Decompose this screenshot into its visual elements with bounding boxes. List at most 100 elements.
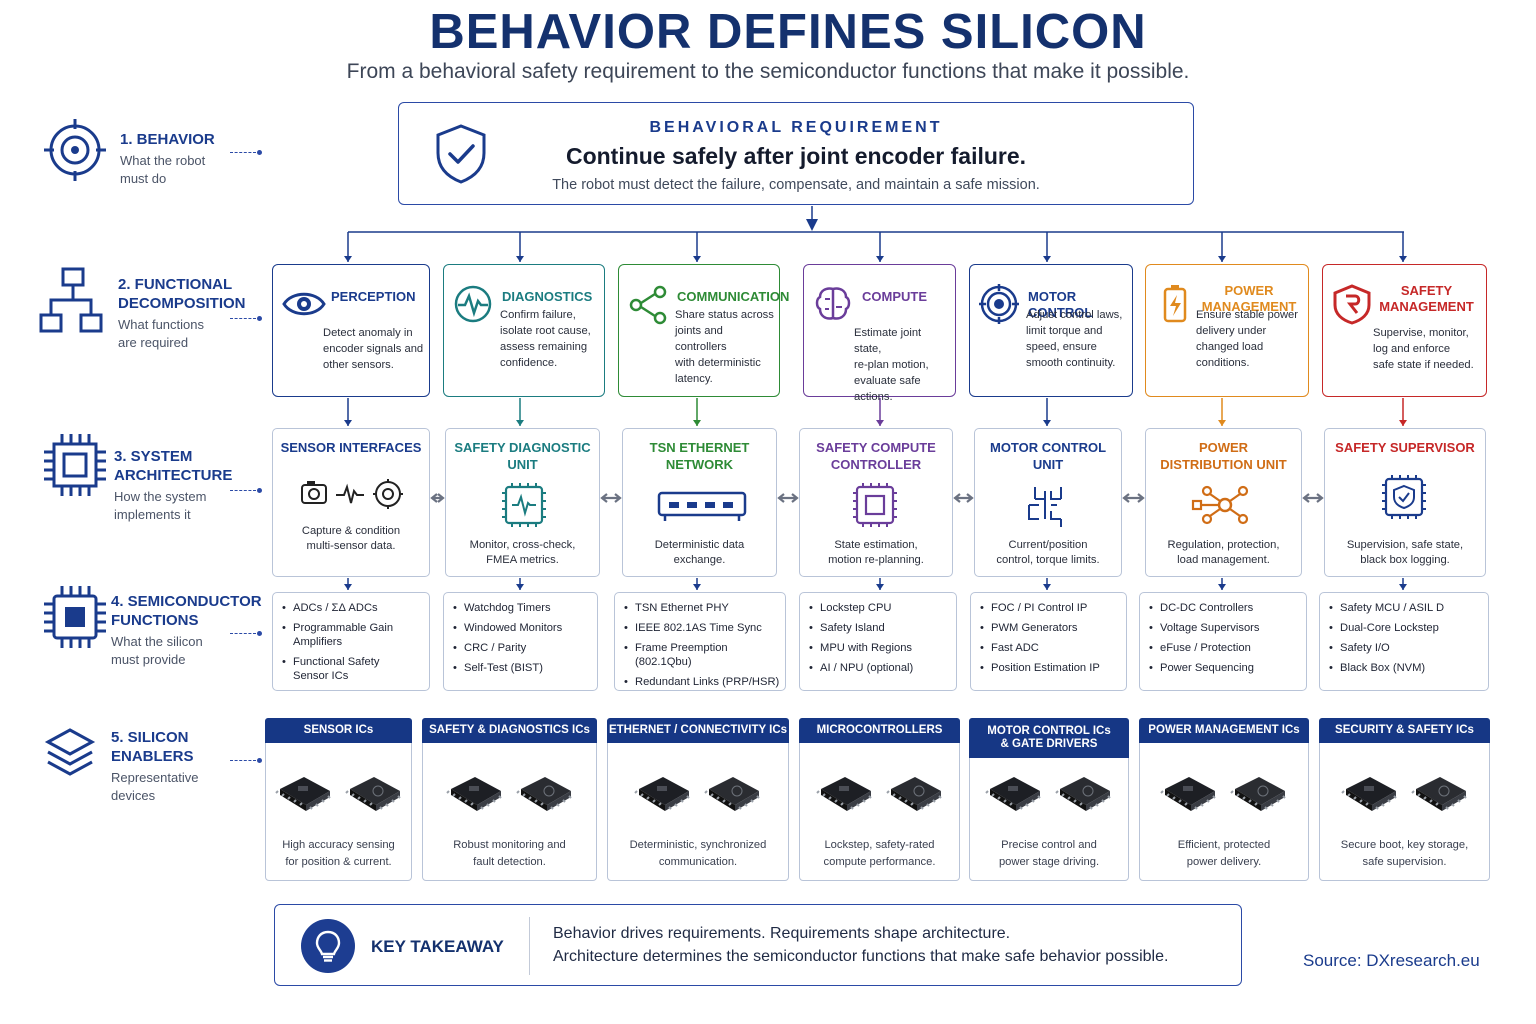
ic-chip-icon [1410,769,1470,826]
ic-chip-icon [1054,769,1114,826]
arrowhead [876,584,884,590]
arrowhead [344,420,352,426]
ic-package-icons [970,769,1128,826]
ethernet-switch-icon [647,483,755,534]
ic-package-icons [423,769,596,826]
semiconductor-function-item: Lockstep CPU [809,601,956,615]
target-icon [40,115,110,185]
takeaway-divider [529,917,530,975]
function-description: Ensure stable power delivery under chang… [1196,309,1298,369]
architecture-description: Current/position control, torque limits. [996,539,1100,566]
ic-chip-icon [1159,769,1219,826]
semiconductor-function-item: Windowed Monitors [453,621,597,635]
enabler-description: Deterministic, synchronized communicatio… [629,839,767,868]
arrowhead [1043,256,1051,262]
arrowhead [344,256,352,262]
semiconductor-functions-box: TSN Ethernet PHYIEEE 802.1AS Time SyncFr… [614,592,786,691]
stage-title: 4. SEMICONDUCTOR FUNCTIONS [111,593,262,629]
semiconductor-function-item: Voltage Supervisors [1149,621,1306,635]
battery-icon [1154,283,1200,330]
requirement-subline: The robot must detect the failure, compe… [552,177,1040,193]
arrowhead [1399,256,1407,262]
semiconductor-function-list: DC-DC ControllersVoltage SupervisorseFus… [1140,593,1306,675]
stage-description: What the silicon must provide [111,634,203,667]
ic-package-icons [800,769,959,826]
function-description: Confirm failure, isolate root cause, ass… [500,309,591,369]
requirement-eyebrow: BEHAVIORAL REQUIREMENT [649,119,943,136]
semiconductor-functions-box: Lockstep CPUSafety IslandMPU with Region… [799,592,957,691]
arrowhead [1218,584,1226,590]
arrowhead [1043,584,1051,590]
chip-icon [40,430,110,500]
arrowhead [693,420,701,426]
semiconductor-function-item: DC-DC Controllers [1149,601,1306,615]
sensor-icons [298,475,406,526]
architecture-box: SENSOR INTERFACES Capture & condition mul… [272,428,430,577]
eye-icon [281,283,327,330]
stage-connector [230,152,256,153]
ic-chip-icon [885,769,945,826]
takeaway-label: KEY TAKEAWAY [371,937,504,956]
architecture-title: SAFETY DIAGNOSTIC UNIT [454,440,591,472]
layers-icon [44,718,114,788]
semiconductor-function-item: Black Box (NVM) [1329,661,1488,675]
architecture-description: Regulation, protection, load management. [1167,539,1280,566]
semiconductor-function-item: FOC / PI Control IP [980,601,1126,615]
enabler-description: Lockstep, safety-rated compute performan… [823,839,936,868]
function-description: Detect anomaly in encoder signals and ot… [323,327,424,371]
arrowhead [1218,256,1226,262]
stage-connector-dot [257,758,262,763]
architecture-title: SAFETY COMPUTE CONTROLLER [816,440,936,472]
semiconductor-function-item: Self-Test (BIST) [453,661,597,675]
ic-chip-icon [1340,769,1400,826]
stage-connector [230,490,256,491]
stage-description: How the system implements it [114,489,207,522]
silicon-enabler-card: POWER MANAGEMENT ICs Efficient, protecte… [1139,718,1309,881]
arrowhead [344,584,352,590]
silicon-enabler-card: ETHERNET / CONNECTIVITY ICs Deterministi… [607,718,789,881]
function-title: POWER MANAGEMENT [1201,283,1297,314]
shield-icon [1331,283,1377,330]
semiconductor-function-list: TSN Ethernet PHYIEEE 802.1AS Time SyncFr… [615,593,785,689]
architecture-title: POWER DISTRIBUTION UNIT [1160,440,1287,472]
architecture-description: Capture & condition multi-sensor data. [301,525,401,552]
function-title: MOTOR CONTROL [1028,289,1093,320]
semiconductor-functions-box: DC-DC ControllersVoltage SupervisorseFus… [1139,592,1307,691]
architecture-description: State estimation, motion re-planning. [828,539,924,566]
semiconductor-function-item: CRC / Parity [453,641,597,655]
function-description: Adjust control laws, limit torque and sp… [1026,309,1123,369]
architecture-description: Deterministic data exchange. [654,539,745,566]
ic-chip-icon [274,769,334,826]
enabler-header: MOTOR CONTROL ICs & GATE DRIVERS [969,718,1129,758]
bidirectional-arrow [430,493,445,503]
share-icon [627,283,673,330]
bidirectional-arrow [1302,493,1324,503]
arrowhead [1043,420,1051,426]
function-description: Share status across joints and controlle… [675,309,774,385]
architecture-title: SENSOR INTERFACES [280,440,422,455]
ic-package-icons [1320,769,1489,826]
mosfet-icon [995,483,1103,534]
enabler-description: Robust monitoring and fault detection. [453,839,566,868]
lightbulb-icon [301,919,355,973]
bidirectional-arrow [777,493,799,503]
power-distribution-icon [1171,483,1279,534]
stage-connector [230,633,256,634]
semiconductor-functions-box: FOC / PI Control IPPWM GeneratorsFast AD… [970,592,1127,691]
semiconductor-functions-box: Safety MCU / ASIL DDual-Core LockstepSaf… [1319,592,1489,691]
ic-package-icons [608,769,788,826]
ic-chip-icon [344,769,404,826]
ic-chip-icon [633,769,693,826]
diagnostic-chip-icon [470,483,578,534]
arrowhead [516,420,524,426]
shield-check-icon [436,124,486,184]
bidirectional-arrow [953,493,974,503]
stage-connector-dot [257,316,262,321]
